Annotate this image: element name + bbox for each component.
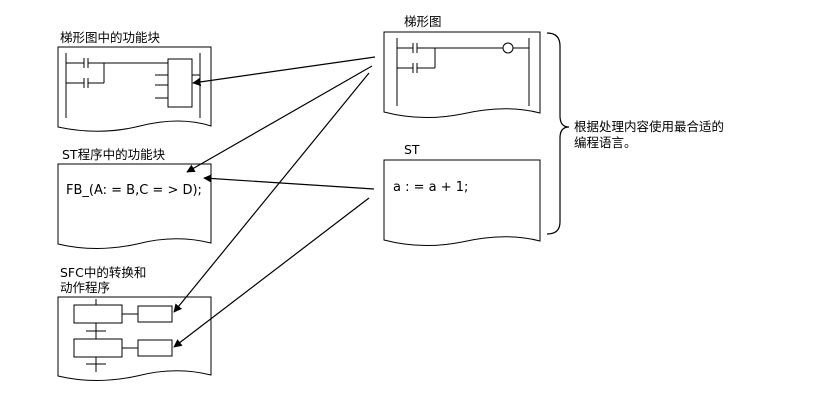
ladder-fb-title: 梯形图中的功能块 [60,30,161,45]
st-fb-box-outline [57,163,212,249]
arrow-st-to-st-fb [203,174,375,190]
arrow-ladder-to-sfc-action1 [173,72,370,313]
sfc-title-line1: SFC中的转换和 [60,265,147,280]
arrows [173,56,376,348]
note-line2: 编程语言。 [574,135,637,150]
ladder-diagram [396,38,530,106]
arrow-ladder-to-st-fb [186,65,373,173]
st-title: ST [404,142,420,157]
curly-brace [546,32,570,235]
ladder-box-outline [383,31,541,119]
st-fb-title: ST程序中的功能块 [62,147,166,162]
arrow-ladder-to-ladder-fb [192,56,376,87]
sfc-box [57,296,212,381]
st-fb-code: FB_(A: = B,C = > D); [66,183,202,198]
ladder-title: 梯形图 [404,14,442,29]
ladder-fb-diagram [65,53,201,118]
ladder-box [383,31,541,119]
ladder-fb-box [57,46,212,132]
st-box-outline [383,159,541,247]
note-line1: 根据处理内容使用最合适的 [574,119,725,134]
sfc-diagram [73,299,173,372]
arrow-st-to-sfc-action2 [173,197,370,348]
ladder-fb-box-outline [57,46,212,132]
st-code: a : = a + 1; [393,180,469,195]
sfc-title-line2: 动作程序 [60,280,111,295]
